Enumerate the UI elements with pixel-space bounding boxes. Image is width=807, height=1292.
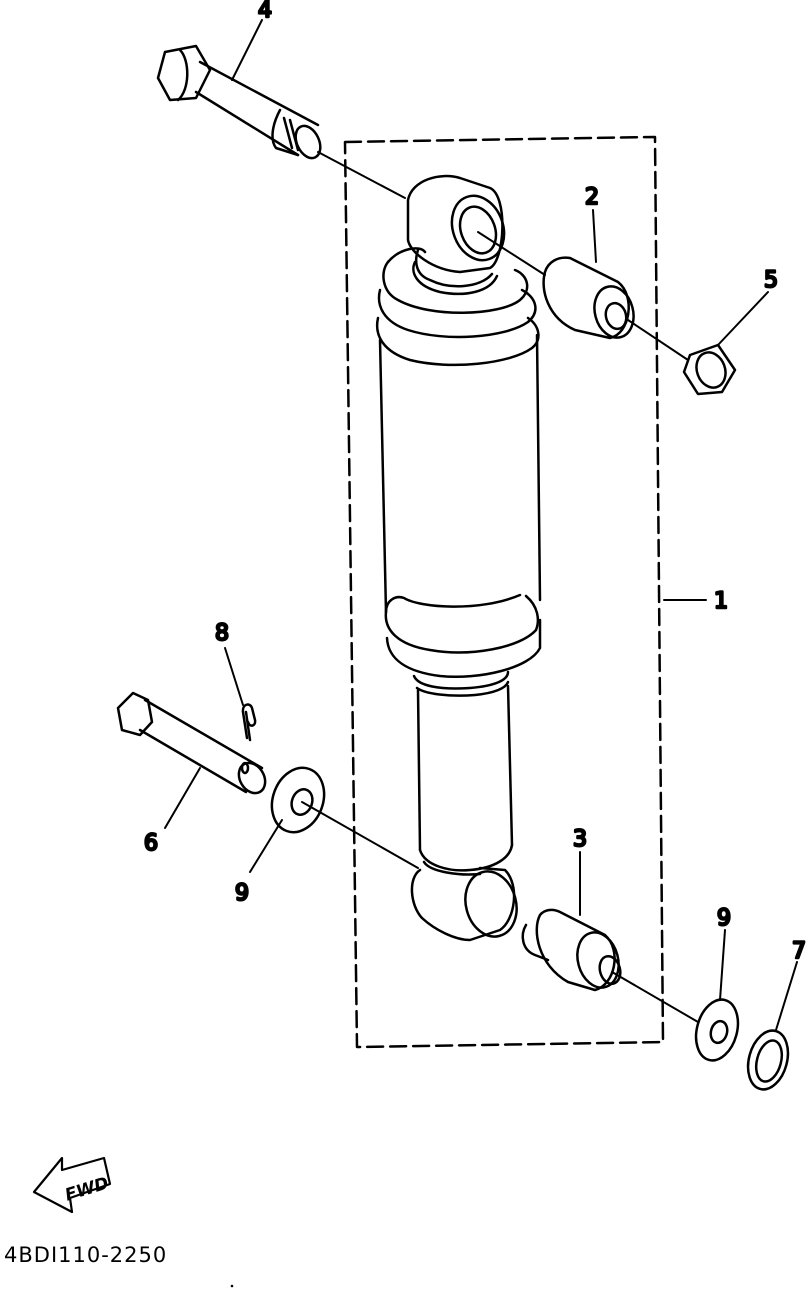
callout-9-left: 9 — [235, 881, 249, 906]
forward-label: FWD — [63, 1174, 111, 1206]
forward-arrow-icon: FWD — [32, 1156, 111, 1214]
shock-absorber — [375, 174, 542, 942]
bolt-4 — [156, 44, 322, 160]
reference-code: 4BDI110-2250 — [4, 1243, 167, 1267]
washer-7 — [746, 1029, 790, 1091]
callout-3: 3 — [573, 827, 587, 852]
leader-lines — [164, 19, 798, 1031]
collar-3 — [521, 908, 622, 992]
callout-2: 2 — [585, 185, 599, 210]
callout-7: 7 — [792, 939, 806, 964]
callout-8: 8 — [215, 621, 229, 646]
pin-6 — [116, 691, 267, 795]
assembly-axis-lines — [301, 151, 699, 1023]
assembly-boundary — [343, 135, 665, 1049]
callout-1: 1 — [714, 589, 728, 614]
callout-6: 6 — [144, 831, 158, 856]
cotter-pin-8 — [241, 703, 257, 742]
callout-5: 5 — [764, 268, 778, 293]
washer-9-right — [694, 998, 740, 1062]
collar-2 — [542, 256, 635, 340]
callout-4: 4 — [258, 0, 272, 23]
nut-5 — [682, 343, 737, 396]
washer-9-left — [270, 766, 326, 834]
callout-9-right: 9 — [717, 906, 731, 931]
speck — [230, 1284, 234, 1288]
